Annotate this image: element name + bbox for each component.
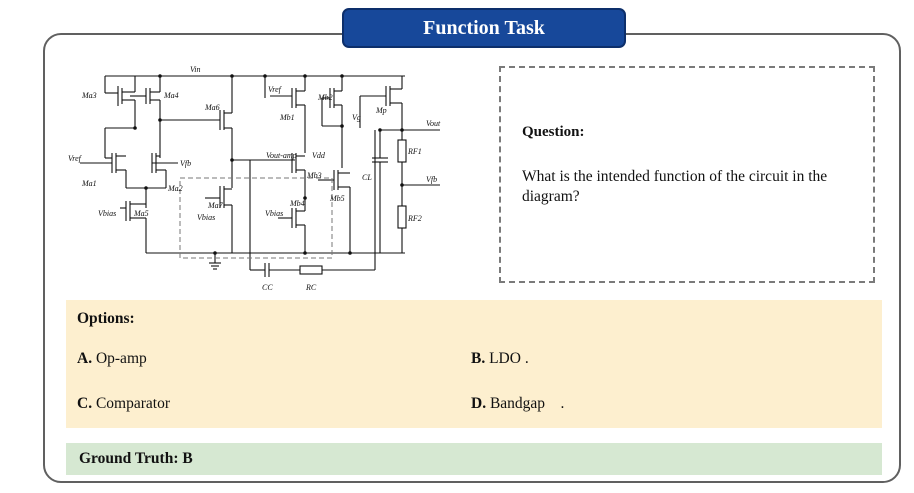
option-letter: D. <box>471 395 487 412</box>
label-cc: CC <box>262 283 273 292</box>
option-text: LDO . <box>489 350 529 367</box>
label-rc: RC <box>305 283 317 292</box>
option-a[interactable]: A. Op-amp <box>77 350 147 368</box>
label-ma4: Ma4 <box>163 91 179 100</box>
label-mb4: Mb4 <box>289 199 305 208</box>
option-text: Comparator <box>95 395 170 412</box>
label-vbias-mid: Vbias <box>197 213 215 222</box>
label-ma6: Ma6 <box>204 103 220 112</box>
label-vref-left: Vref <box>68 154 83 163</box>
label-ma7: Ma7 <box>207 201 224 210</box>
option-d[interactable]: D. Bandgap . <box>471 395 564 413</box>
option-letter: C. <box>77 395 93 412</box>
label-ma2: Ma2 <box>167 184 183 193</box>
option-b[interactable]: B. LDO . <box>471 350 529 368</box>
label-mp: Mp <box>375 106 387 115</box>
label-ma3: Ma3 <box>81 91 97 100</box>
label-vin: Vin <box>190 65 201 74</box>
option-text: Bandgap . <box>489 395 565 412</box>
circuit-diagram: Vin Ma3 Ma4 Ma6 Vref Vfb Ma1 Ma2 Vbias M… <box>68 65 441 292</box>
label-vout: Vout <box>426 119 441 128</box>
label-vg: Vg <box>352 113 361 122</box>
label-mb1: Mb1 <box>279 113 295 122</box>
question-box <box>499 66 875 283</box>
label-mb2: Mb2 <box>317 93 333 102</box>
label-mb3: Mb3 <box>306 171 322 180</box>
label-vbias-right: Vbias <box>265 209 283 218</box>
options-panel: Options: A. Op-amp B. LDO . C. Comparato… <box>66 300 882 428</box>
option-text: Op-amp <box>95 350 147 367</box>
label-cl: CL <box>362 173 372 182</box>
label-rf2: RF2 <box>407 214 422 223</box>
label-rf1: RF1 <box>407 147 422 156</box>
label-vdd: Vdd <box>312 151 326 160</box>
task-title: Function Task <box>342 8 626 48</box>
option-letter: A. <box>77 350 93 367</box>
label-ma1: Ma1 <box>81 179 97 188</box>
ground-truth-text: Ground Truth: B <box>79 450 193 467</box>
label-mb5: Mb5 <box>329 194 345 203</box>
options-label: Options: <box>77 310 135 327</box>
label-vref-top: Vref <box>268 85 283 94</box>
label-vfb-left: Vfb <box>180 159 191 168</box>
label-vout-amp: Vout-amp <box>266 151 297 160</box>
option-letter: B. <box>471 350 486 367</box>
label-ma5: Ma5 <box>133 209 149 218</box>
ground-truth-bar: Ground Truth: B <box>66 443 882 475</box>
question-label: Question: <box>522 124 585 140</box>
question-text: What is the intended function of the cir… <box>522 168 828 205</box>
option-c[interactable]: C. Comparator <box>77 395 170 413</box>
label-vfb-right: Vfb <box>426 175 437 184</box>
label-vbias-left: Vbias <box>98 209 116 218</box>
